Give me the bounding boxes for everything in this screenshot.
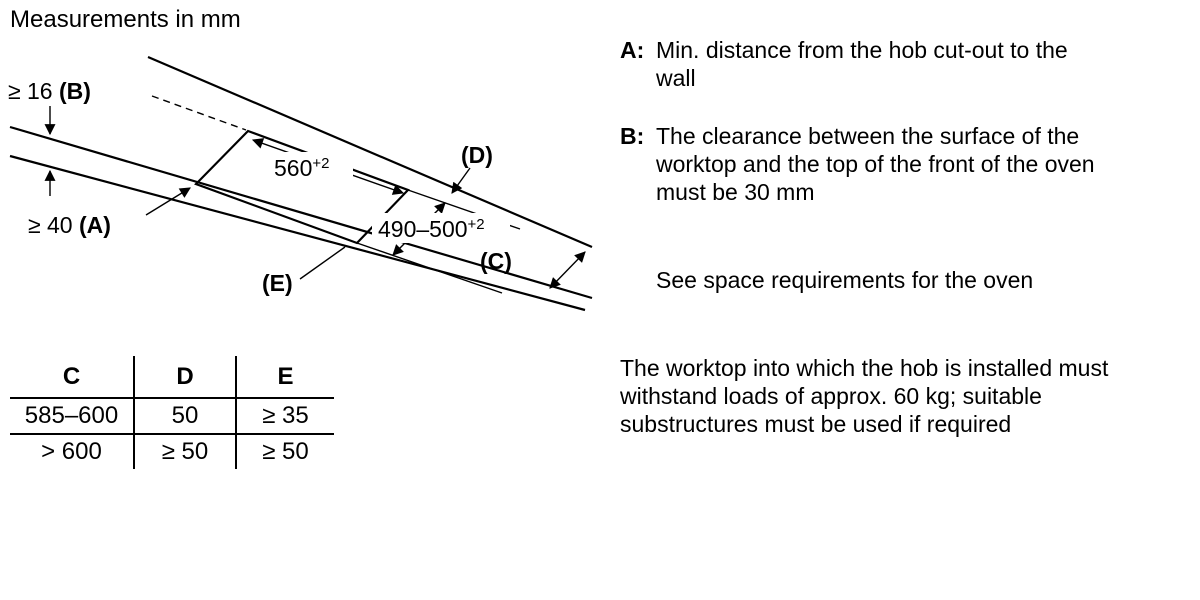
note-a: A: Min. distance from the hob cut-out to… [620, 36, 1180, 92]
table-header-c: C [10, 356, 135, 399]
worktop-front-edge-bottom [9, 154, 586, 312]
dim-arrow-a-leader [145, 187, 191, 216]
table-row: > 600 ≥ 50 ≥ 50 [10, 434, 334, 469]
table-header-d: D [134, 356, 237, 399]
note-b-text: The clearance between the surface of the… [656, 123, 1095, 205]
note-b: B: The clearance between the surface of … [620, 122, 1180, 206]
table-cell: 585–600 [10, 398, 135, 435]
worktop-front-edge-top [9, 125, 593, 300]
see-space-note: See space requirements for the oven [656, 267, 1034, 293]
table-cell: 50 [134, 398, 237, 435]
dim-560-label: 560+2 [274, 155, 329, 181]
clearance-table: C D E 585–600 50 ≥ 35 > 600 ≥ 50 ≥ 50 [10, 356, 334, 469]
label-c: (C) [480, 248, 512, 274]
table-cell: ≥ 50 [262, 438, 309, 465]
note-b-label: B: [620, 123, 645, 149]
measurements-title: Measurements in mm [10, 6, 241, 33]
dim-b-label: ≥ 16 (B) [8, 78, 91, 104]
table-cell: ≥ 35 [236, 398, 334, 435]
notes-column: A: Min. distance from the hob cut-out to… [620, 36, 1180, 438]
dim-arrow-c [549, 251, 586, 289]
dim-490-label: 490–500+2 [378, 216, 485, 242]
table-row: 585–600 50 ≥ 35 [10, 398, 334, 435]
cutout-extension-dashed [151, 95, 247, 131]
table-cell: ≥ 50 [134, 434, 237, 469]
dim-a-label: ≥ 40 (A) [28, 212, 111, 238]
table-header-row: C D E [10, 356, 334, 399]
label-e: (E) [262, 270, 293, 296]
dim-490-label-bg [372, 213, 510, 243]
table-header-e: E [236, 356, 334, 399]
dim-560-label-bg [267, 152, 353, 182]
cutout-extension-bottom-right [356, 242, 503, 294]
label-d: (D) [461, 142, 493, 168]
label-e-leader [299, 246, 346, 280]
note-a-label: A: [620, 37, 645, 63]
table-cell: > 600 [10, 434, 135, 469]
worktop-load-note: The worktop into which the hob is instal… [620, 355, 1109, 437]
note-a-text: Min. distance from the hob cut-out to th… [656, 37, 1068, 91]
worktop-back-edge [147, 55, 593, 249]
dim-arrow-d-leader [451, 167, 471, 194]
installation-diagram: ≥ 16 (B) ≥ 40 (A) 560+2 490–500+2 (D) (C… [8, 55, 593, 312]
